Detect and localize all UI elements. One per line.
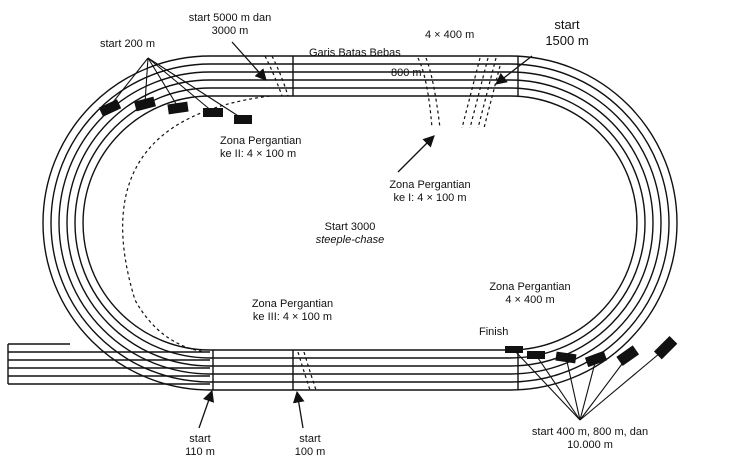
label-start-110-line2: 110 m [185, 446, 215, 458]
sprint-straight-extension [7, 343, 210, 385]
lane-line-3 [66, 79, 654, 367]
start-blocks [98, 96, 678, 368]
arrow-start-5000 [231, 41, 267, 81]
arrow-start-100 [292, 390, 305, 429]
label-start-3000-steeplechase: Start 3000 steeple-chase [300, 221, 400, 247]
label-start-110: start 110 m [175, 433, 225, 459]
arrow-start-1500 [495, 55, 533, 85]
label-start-3000-line1: Start 3000 [324, 221, 376, 233]
lane-line-2 [74, 87, 646, 359]
label-start-100-line2: 100 m [294, 446, 326, 458]
label-start-200: start 200 m [100, 38, 156, 50]
lane-line-5 [50, 63, 670, 383]
cross-marks [212, 56, 519, 390]
label-zona-pergantian-2: Zona Pergantian ke II: 4 × 100 m [220, 135, 330, 161]
label-start-5000-line2: 3000 m [211, 25, 249, 37]
start-block [167, 101, 189, 115]
label-start-1500-line2: 1500 m [545, 33, 589, 48]
label-800m: 800 m [391, 67, 422, 79]
label-start-5000: start 5000 m dan 3000 m [175, 12, 285, 38]
label-zona-pergantian-4x400: Zona Pergantian 4 × 400 m [475, 281, 585, 307]
start-block [616, 345, 640, 366]
start-block [234, 115, 252, 124]
start-block [134, 96, 156, 112]
label-start-400-line2: 10.000 m [567, 439, 613, 451]
label-zona-2-line2: ke II: 4 × 100 m [220, 148, 297, 160]
label-relay-4x400: 4 × 400 m [425, 29, 475, 41]
label-zona-400-line2: 4 × 400 m [505, 294, 555, 306]
arrow-start-110 [198, 389, 215, 429]
arrows [198, 41, 533, 429]
lane-line-4 [58, 71, 662, 375]
label-start-5000-line1: start 5000 m dan [188, 12, 272, 24]
label-start-110-line1: start [189, 433, 211, 445]
lane-line-outer [42, 55, 678, 391]
label-zona-1-line2: ke I: 4 × 100 m [393, 192, 467, 204]
label-start-3000-line2: steeple-chase [315, 234, 385, 246]
label-zona-pergantian-3: Zona Pergantian ke III: 4 × 100 m [235, 298, 350, 324]
label-start-1500: start 1500 m [537, 17, 597, 49]
arrow-zona-1 [397, 135, 435, 173]
label-zona-2-line1: Zona Pergantian [220, 135, 302, 147]
lane-lines [42, 55, 678, 391]
start-block [505, 346, 523, 353]
label-zona-3-line1: Zona Pergantian [251, 298, 334, 310]
start-block [98, 99, 122, 117]
label-zona-400-line1: Zona Pergantian [489, 281, 571, 293]
label-start-100-line1: start [299, 433, 321, 445]
leader-lines [109, 57, 667, 421]
dashed-stagger-lines [122, 55, 501, 391]
label-start-400-800-10000: start 400 m, 800 m, dan 10.000 m [515, 426, 665, 452]
label-zona-pergantian-1: Zona Pergantian ke I: 4 × 100 m [375, 179, 485, 205]
label-zona-1-line1: Zona Pergantian [389, 179, 471, 191]
label-start-1500-line1: start [554, 17, 580, 32]
label-start-400-line1: start 400 m, 800 m, dan [531, 426, 649, 438]
start-block [203, 108, 223, 117]
label-start-100: start 100 m [285, 433, 335, 459]
label-garis-batas-bebas: Garis Batas Bebas [309, 47, 401, 59]
label-zona-3-line2: ke III: 4 × 100 m [252, 311, 333, 323]
label-finish: Finish [479, 326, 509, 338]
